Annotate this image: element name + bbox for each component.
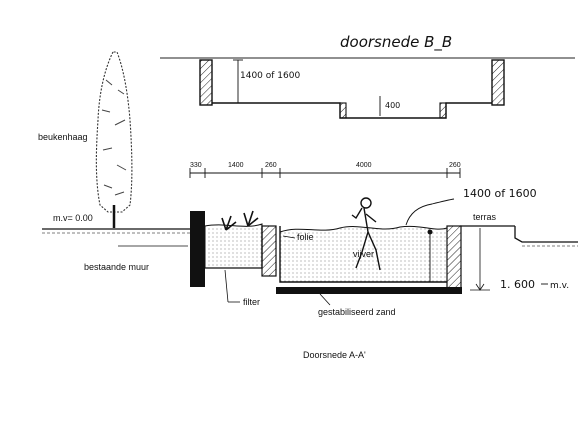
dim-260-left: 260: [265, 162, 277, 169]
filter-label: filter: [243, 297, 260, 307]
left-wall-bb: [199, 59, 213, 106]
plant-2: [243, 210, 259, 227]
filter-bed: [204, 210, 263, 303]
dim-1400: 1400: [228, 162, 244, 169]
pond-foil: [279, 226, 447, 283]
dimension-chain: 330 1400 260 4000 260: [189, 162, 461, 178]
right-wall-bb: [491, 59, 505, 106]
dim-4000: 4000: [356, 162, 372, 169]
partition-wall: [261, 225, 277, 277]
sand-label: gestabiliseerd zand: [318, 307, 396, 317]
section-bb: doorsnede B_B 1400 of 1600 400: [160, 33, 575, 119]
inner-post-left: [339, 102, 347, 119]
wall-label: bestaande muur: [84, 262, 149, 272]
level-unit: m.v.: [550, 281, 569, 291]
level-dim: [470, 228, 490, 291]
depth-dim-label: 1400 of 1600: [240, 71, 300, 81]
pond-water: [279, 225, 448, 283]
hedge-label: beukenhaag: [38, 132, 88, 142]
dim-330: 330: [190, 162, 202, 169]
level-depth: 1. 600: [500, 278, 535, 291]
pond-label: vijver: [353, 249, 374, 259]
section-bb-title: doorsnede B_B: [340, 33, 452, 52]
section-aa-caption: Doorsnede A-A': [303, 350, 366, 360]
swimmer-figure: [351, 197, 381, 271]
sand-leader: [319, 293, 331, 306]
foil-label: folie: [297, 232, 314, 242]
depth-dim-right: 1400 of 1600: [463, 187, 537, 200]
existing-wall: [190, 211, 205, 287]
hedge-tree: [95, 51, 133, 228]
right-wall: [446, 225, 462, 289]
plant-1: [221, 215, 237, 231]
inner-post-right: [439, 102, 447, 119]
small-dim-label: 400: [385, 101, 400, 110]
level-label: m.v= 0.00: [53, 213, 93, 223]
pond: [279, 225, 448, 283]
stabilized-sand: [276, 287, 462, 294]
pond-bottom-bb: [212, 102, 492, 119]
terrace-label: terras: [473, 212, 497, 222]
ground: [42, 225, 578, 247]
dim-260-right: 260: [449, 162, 461, 169]
depth-annotation: [405, 198, 455, 283]
